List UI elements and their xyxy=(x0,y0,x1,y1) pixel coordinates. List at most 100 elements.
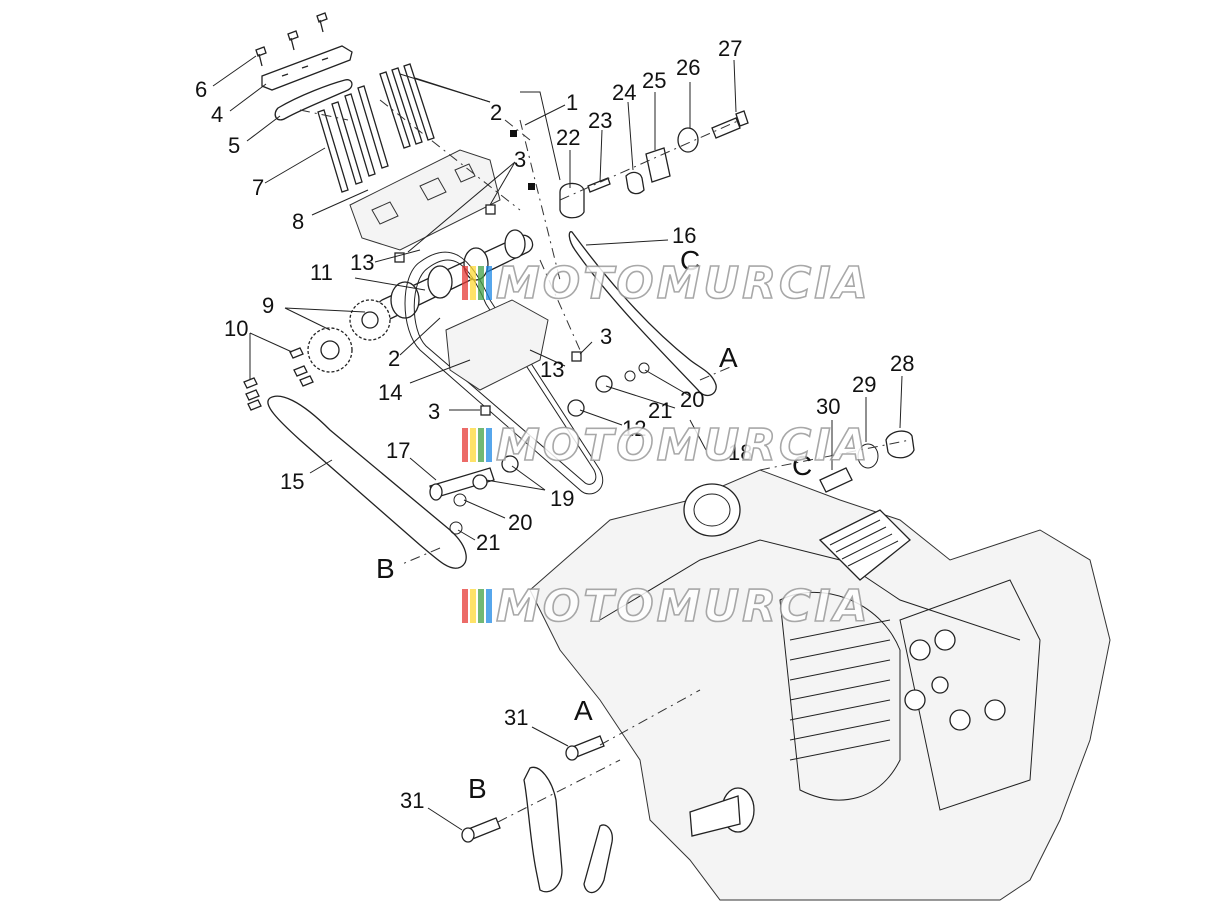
guide-pin-end xyxy=(429,483,443,501)
timing-chain xyxy=(404,251,603,495)
alignment-lines xyxy=(299,99,911,823)
callout-16: 16 xyxy=(672,223,696,248)
callout-17: 17 xyxy=(386,438,410,463)
cam-lobe xyxy=(427,265,453,299)
callout-11: 11 xyxy=(310,260,333,285)
ref-letter-a-bottom: A xyxy=(574,695,593,726)
watermark-stripe xyxy=(486,428,492,462)
callout-31-a: 31 xyxy=(504,705,528,730)
circlip xyxy=(453,493,467,507)
ref-letter-a-top: A xyxy=(719,342,738,373)
watermark-stripe xyxy=(478,428,484,462)
chain-guide-right xyxy=(568,231,717,397)
ref-letter-c-top: C xyxy=(680,245,700,276)
callout-13-mid: 13 xyxy=(540,357,564,382)
ref-letter-b-left: B xyxy=(376,553,395,584)
cylinder-head-bolt xyxy=(934,629,956,651)
callout-3-top: 3 xyxy=(514,147,526,172)
engine-outline xyxy=(529,469,1111,901)
tensioner-plunger xyxy=(645,147,671,183)
callout-31-b: 31 xyxy=(400,788,424,813)
tensioner-parts xyxy=(559,110,749,219)
callout-26: 26 xyxy=(676,55,700,80)
part-callouts: 6 4 5 7 8 2 1 3 22 23 24 25 26 27 16 13 … xyxy=(195,36,914,813)
watermark-top: MOTOMURCIA xyxy=(462,257,871,310)
watermark-stripe xyxy=(470,428,476,462)
marker-square xyxy=(528,183,535,190)
callout-13-top: 13 xyxy=(350,250,374,275)
o-ring-29 xyxy=(857,443,879,469)
crankshaft xyxy=(689,795,741,837)
callout-21-left: 21 xyxy=(476,530,500,555)
ref-letter-c-right: C xyxy=(792,450,812,481)
rocker-arm xyxy=(472,474,488,490)
cylinder-fins xyxy=(789,619,891,761)
watermark-stripe xyxy=(478,589,484,623)
tensioner-bush xyxy=(559,182,585,219)
camshaft-carrier xyxy=(349,149,501,251)
watermark-stripe xyxy=(486,589,492,623)
callout-1: 1 xyxy=(566,90,578,115)
callout-19: 19 xyxy=(550,486,574,511)
callout-25: 25 xyxy=(642,68,666,93)
watermark-stripe xyxy=(470,589,476,623)
cylinder-head-bolt xyxy=(984,699,1006,721)
tensioner-cap-bolt xyxy=(711,110,749,139)
watermark-stripe xyxy=(462,589,468,623)
camshaft-cover-group xyxy=(255,12,535,263)
callout-24: 24 xyxy=(612,80,636,105)
callout-7: 7 xyxy=(252,175,264,200)
watermark-stripe xyxy=(462,428,468,462)
starter-motor xyxy=(818,509,911,581)
callout-29: 29 xyxy=(852,372,876,397)
rocker-arm xyxy=(567,399,585,417)
callout-3-right: 3 xyxy=(600,324,612,349)
leader-lines xyxy=(212,55,903,831)
throttle-body xyxy=(683,483,741,537)
callout-20-right: 20 xyxy=(680,387,704,412)
washer xyxy=(677,127,699,153)
callout-22: 22 xyxy=(556,125,580,150)
ref-letter-b-bottom: B xyxy=(468,773,487,804)
watermark-stripe xyxy=(478,266,484,300)
chain-tensioner-body xyxy=(445,299,549,391)
circlip xyxy=(449,521,463,535)
sprocket-hub xyxy=(361,311,379,329)
watermark-bottom: MOTOMURCIA xyxy=(462,580,869,633)
plug-28 xyxy=(885,430,915,459)
lower-chain-guide xyxy=(523,766,563,893)
circlip xyxy=(638,362,650,374)
watermark-text: MOTOMURCIA xyxy=(496,420,871,471)
callout-27: 27 xyxy=(718,36,742,61)
cylinder-head-bolt xyxy=(931,676,949,694)
callout-23: 23 xyxy=(588,108,612,133)
chain-guide-left xyxy=(267,395,467,569)
watermark-middle: MOTOMURCIA xyxy=(462,419,871,472)
dowel-pin xyxy=(571,351,582,362)
watermark-stripe xyxy=(470,266,476,300)
callout-8: 8 xyxy=(292,209,304,234)
cylinder-head-bolt xyxy=(904,689,926,711)
callout-6: 6 xyxy=(195,77,207,102)
callout-2-top: 2 xyxy=(490,100,502,125)
callout-15: 15 xyxy=(280,469,304,494)
dowel-pin xyxy=(485,204,496,215)
callout-18: 18 xyxy=(728,440,752,465)
callout-2-mid: 2 xyxy=(388,346,400,371)
callout-14: 14 xyxy=(378,380,402,405)
dowel-pin xyxy=(480,405,491,416)
cylinder-studs xyxy=(317,63,435,193)
sprocket-hub xyxy=(320,340,340,360)
plug-parts xyxy=(819,430,915,493)
callout-3-low: 3 xyxy=(428,399,440,424)
sprocket-bolts xyxy=(243,347,314,411)
lower-chain-tensioner-slider xyxy=(583,824,613,894)
callout-9: 9 xyxy=(262,293,274,318)
watermark-text: MOTOMURCIA xyxy=(496,258,871,309)
upper-chain-slider xyxy=(274,79,353,121)
spacer-30 xyxy=(819,467,853,493)
rocker-arm xyxy=(595,375,613,393)
dowel-pin xyxy=(394,252,405,263)
timing-assembly xyxy=(243,229,717,569)
